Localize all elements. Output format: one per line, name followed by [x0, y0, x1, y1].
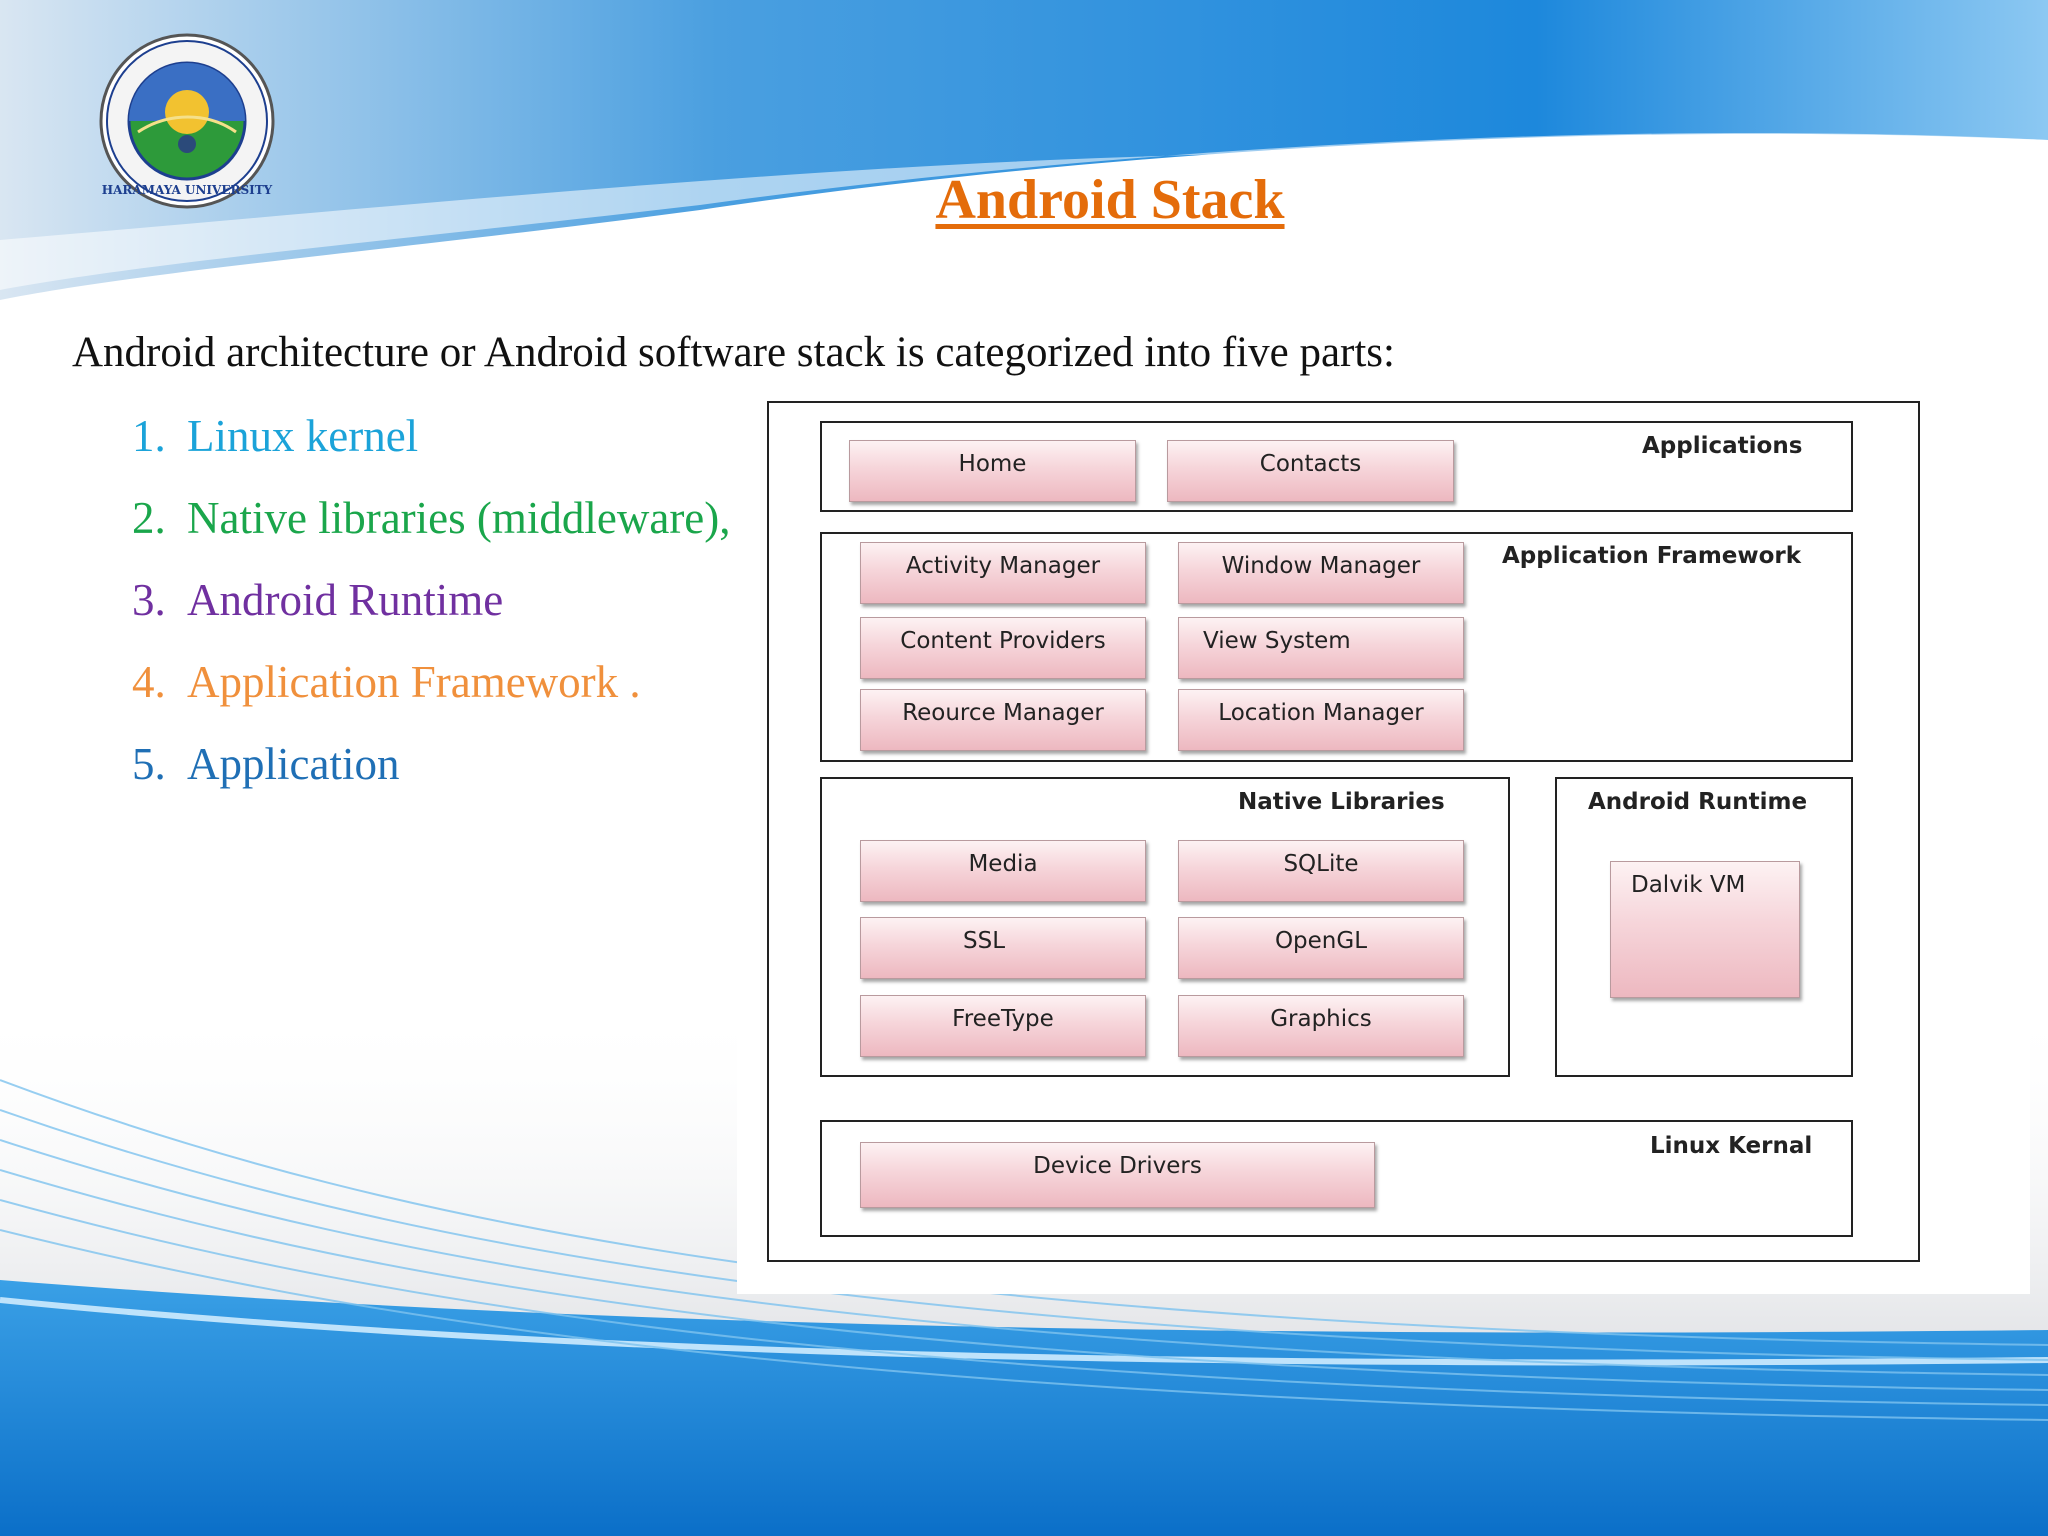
sqlite-box: SQLite: [1178, 840, 1464, 902]
list-number: 2.: [132, 493, 166, 543]
contacts-box: Contacts: [1167, 440, 1454, 502]
graphics-box: Graphics: [1178, 995, 1464, 1057]
list-item: 2. Native libraries (middleware),: [132, 488, 731, 570]
title-area: Android Stack: [0, 0, 2048, 260]
resource-manager-box: Reource Manager: [860, 689, 1146, 751]
dalvik-vm-box: Dalvik VM: [1610, 861, 1800, 998]
list-text: Application Framework .: [187, 657, 641, 707]
location-manager-box: Location Manager: [1178, 689, 1464, 751]
view-system-box: View System: [1178, 617, 1464, 679]
parts-list: 1. Linux kernel 2. Native libraries (middl…: [132, 406, 731, 816]
list-number: 5.: [132, 739, 166, 789]
framework-label: Application Framework: [1502, 543, 1802, 569]
slide-title: Android Stack: [935, 169, 1285, 231]
activity-manager-box: Activity Manager: [860, 542, 1146, 604]
opengl-box: OpenGL: [1178, 917, 1464, 979]
android-runtime-label: Android Runtime: [1588, 789, 1808, 815]
list-number: 1.: [132, 411, 166, 461]
list-item: 4. Application Framework .: [132, 652, 731, 734]
content-providers-box: Content Providers: [860, 617, 1146, 679]
home-box: Home: [849, 440, 1136, 502]
native-libraries-label: Native Libraries: [1238, 789, 1445, 815]
list-text: Linux kernel: [187, 411, 419, 461]
freetype-box: FreeType: [860, 995, 1146, 1057]
linux-kernel-label: Linux Kernal: [1650, 1133, 1813, 1159]
list-item: 3. Android Runtime: [132, 570, 731, 652]
window-manager-box: Window Manager: [1178, 542, 1464, 604]
list-item: 5. Application: [132, 734, 731, 816]
list-text: Application: [187, 739, 400, 789]
applications-label: Applications: [1642, 433, 1803, 459]
svg-text:HARAMAYA UNIVERSITY: HARAMAYA UNIVERSITY: [102, 183, 273, 197]
intro-text: Android architecture or Android software…: [72, 329, 1395, 376]
device-drivers-box: Device Drivers: [860, 1142, 1375, 1208]
android-stack-diagram: [767, 401, 1920, 1262]
list-number: 4.: [132, 657, 166, 707]
list-text: Android Runtime: [187, 575, 504, 625]
ssl-box: SSL: [860, 917, 1146, 979]
list-item: 1. Linux kernel: [132, 406, 731, 488]
university-seal-icon: HARAMAYA UNIVERSITY: [99, 33, 275, 209]
media-box: Media: [860, 840, 1146, 902]
list-text: Native libraries (middleware),: [187, 493, 731, 543]
list-number: 3.: [132, 575, 166, 625]
